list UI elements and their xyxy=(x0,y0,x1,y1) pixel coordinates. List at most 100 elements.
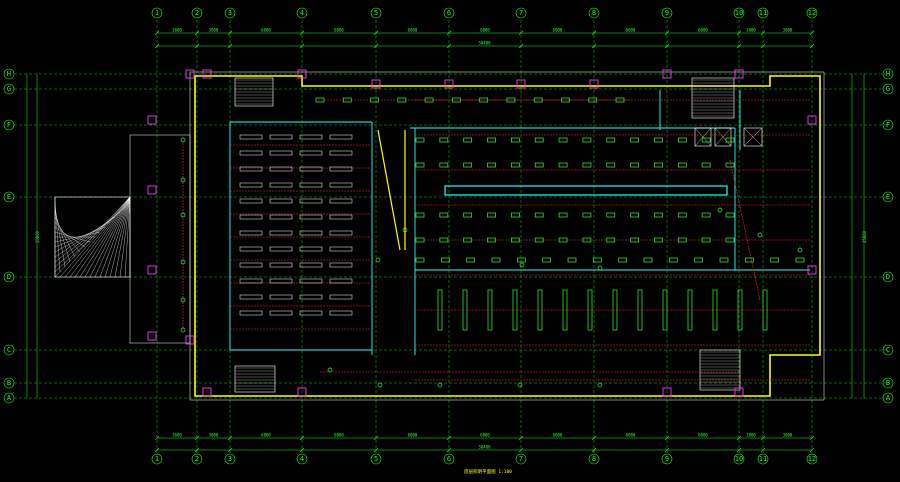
light-fixture xyxy=(654,212,663,218)
light-fixture xyxy=(558,237,568,243)
switch-symbol xyxy=(597,265,603,271)
axis-bubble xyxy=(661,453,673,465)
porch-hatch xyxy=(74,196,131,278)
axis-bubble xyxy=(515,453,527,465)
axis-letter: G xyxy=(7,85,11,93)
light-fixture xyxy=(606,162,616,168)
fluorescent-fixture xyxy=(329,166,353,172)
dim-tick xyxy=(446,43,452,49)
light-fixture xyxy=(516,257,526,263)
light-fixture xyxy=(606,212,616,218)
axis-bubble xyxy=(515,7,527,19)
light-fixture-vertical xyxy=(612,289,618,331)
fluorescent-fixture xyxy=(299,198,323,204)
dim-segment-value: 6000 xyxy=(626,433,636,438)
axis-bubble xyxy=(151,453,163,465)
switch-symbol xyxy=(180,212,186,218)
axis-number: 3 xyxy=(228,9,232,17)
axis-number: 1 xyxy=(155,9,159,17)
light-fixture xyxy=(630,162,639,168)
light-fixture xyxy=(415,212,425,218)
switch-symbol xyxy=(180,259,186,265)
light-fixture xyxy=(511,237,520,243)
light-fixture-vertical xyxy=(462,289,468,331)
light-fixture-vertical xyxy=(487,289,493,331)
axis-labels: 112233445566778899101011111212HGFEDCBAHG… xyxy=(3,7,894,465)
stair xyxy=(234,365,276,393)
dim-tick xyxy=(373,30,379,36)
axis-number: 5 xyxy=(374,9,378,17)
axis-bubble xyxy=(151,7,163,19)
fluorescent-fixture xyxy=(239,134,263,140)
dim-tick xyxy=(591,447,597,453)
axis-grid xyxy=(14,20,888,455)
fluorescent-fixture xyxy=(299,230,323,236)
axis-letter: D xyxy=(886,273,890,281)
axis-bubble xyxy=(733,7,745,19)
light-fixture-vertical xyxy=(562,289,568,331)
dim-segment-value: 3000 xyxy=(209,433,219,438)
vestibule xyxy=(129,134,191,344)
fluorescent-fixture xyxy=(269,262,293,268)
fluorescent-fixture xyxy=(299,310,323,316)
porch-hatch xyxy=(54,206,126,268)
fluorescent-fixture xyxy=(299,150,323,156)
fluorescent-fixture xyxy=(239,230,263,236)
light-fixture xyxy=(463,237,473,243)
light-fixture-vertical xyxy=(762,289,768,331)
light-fixture xyxy=(582,212,592,218)
axis-bubble xyxy=(3,119,15,131)
light-fixture xyxy=(701,212,711,218)
axis-bubble xyxy=(224,453,236,465)
axis-bubble xyxy=(370,453,382,465)
dim-segment-value: 3000 xyxy=(783,28,793,33)
axis-letter: A xyxy=(886,394,891,402)
axis-number: 2 xyxy=(195,9,199,17)
elevator-cross xyxy=(743,127,763,147)
light-fixture xyxy=(677,162,687,168)
axis-number: 10 xyxy=(735,455,743,463)
dim-segment-value: 3000 xyxy=(209,28,219,33)
dim-tick xyxy=(194,447,200,453)
porch-hatch xyxy=(54,231,101,243)
fluorescent-fixture xyxy=(299,278,323,284)
light-fixture xyxy=(677,237,687,243)
elevator-cross xyxy=(694,127,712,147)
fluorescent-fixture xyxy=(329,310,353,316)
switch-symbol xyxy=(375,257,381,263)
elevator-shaft xyxy=(694,127,712,147)
left-dim-total: 25800 xyxy=(35,230,40,243)
dim-tick xyxy=(373,447,379,453)
dim-segment-value: 6000 xyxy=(480,433,490,438)
fluorescent-fixture xyxy=(329,198,353,204)
light-fixture xyxy=(582,237,592,243)
axis-letter: C xyxy=(7,346,11,354)
light-fixture xyxy=(770,257,780,263)
fluorescent-fixture xyxy=(269,134,293,140)
dim-tick xyxy=(227,435,233,441)
dim-total-value: 50400 xyxy=(478,445,491,450)
porch-hatch xyxy=(79,196,131,278)
light-fixture xyxy=(795,257,805,263)
light-fixture xyxy=(487,137,496,143)
light-fixture xyxy=(701,137,711,143)
dim-tick xyxy=(664,447,670,453)
axis-bubble xyxy=(443,7,455,19)
axis-bubble xyxy=(733,453,745,465)
light-fixture xyxy=(606,137,616,143)
dim-tick xyxy=(736,30,742,36)
light-fixture xyxy=(630,137,639,143)
light-fixture-vertical xyxy=(662,289,668,331)
fluorescent-fixture xyxy=(269,166,293,172)
dim-tick xyxy=(299,447,305,453)
light-fixture xyxy=(588,97,598,103)
light-fixture xyxy=(439,212,449,218)
switch-symbol xyxy=(437,382,443,388)
axis-bubble xyxy=(806,453,818,465)
axis-bubble xyxy=(882,119,894,131)
light-fixture xyxy=(701,162,711,168)
light-fixture-vertical xyxy=(712,289,718,331)
column xyxy=(297,387,307,397)
